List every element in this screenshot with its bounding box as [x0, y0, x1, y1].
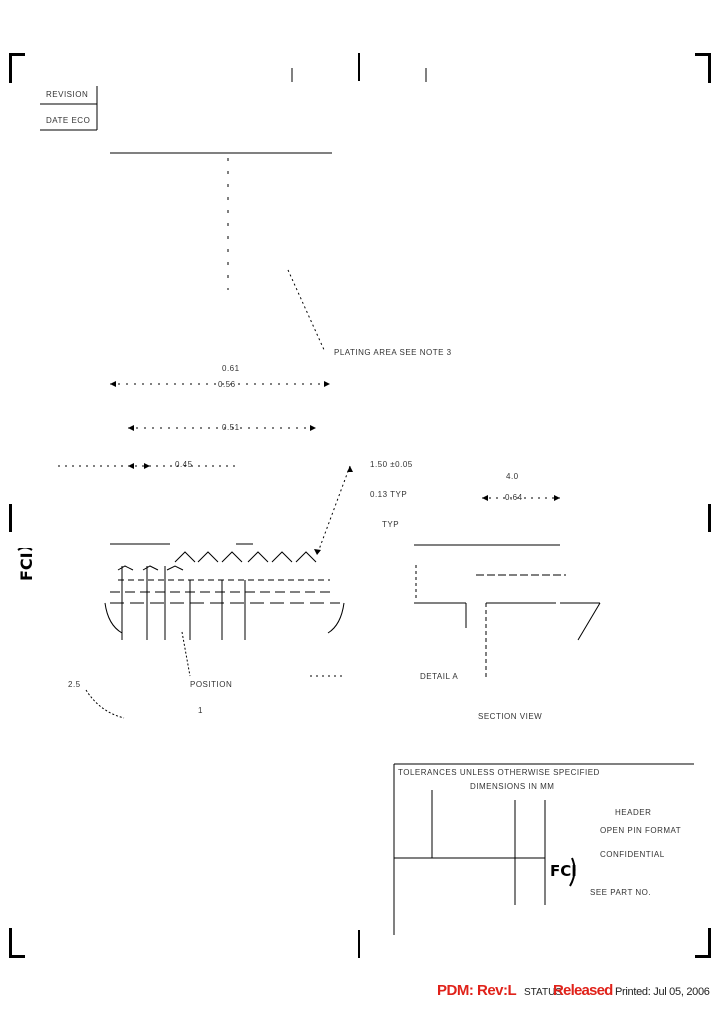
frame-tick-left [9, 504, 12, 532]
dim-label-side: 1.50 ±0.05 [370, 460, 413, 469]
revision-label: REVISION [46, 90, 89, 99]
fci-logo-icon: FCI [14, 546, 36, 588]
frame-corner-bl-v [9, 928, 12, 958]
title-line-2: OPEN PIN FORMAT [600, 826, 682, 835]
svg-text:FCI: FCI [550, 862, 577, 880]
dim-label-3: 0.51 [222, 423, 240, 432]
frame-corner-tr-v [708, 53, 711, 83]
drawing-lines [40, 68, 694, 935]
dim-label-1: 0.61 [222, 364, 240, 373]
dim-label-ref-a: 0.13 TYP [370, 490, 408, 499]
dimension-note: DIMENSIONS IN MM [470, 782, 555, 791]
dim-label-pitch: 0.64 [505, 493, 523, 502]
position-number: 1 [198, 706, 203, 715]
doc-number: SEE PART NO. [590, 888, 652, 897]
tolerance-note: TOLERANCES UNLESS OTHERWISE SPECIFIED [398, 768, 600, 777]
dim-label-typ: TYP [382, 520, 400, 529]
fci-logo-icon: FCI [548, 852, 578, 890]
title-line-1: HEADER [615, 808, 652, 817]
status-value: Released [553, 982, 613, 999]
frame-corner-br-v [708, 928, 711, 958]
status-label: STATUS [524, 987, 562, 998]
plating-note-callout: PLATING AREA SEE NOTE 3 [334, 348, 452, 357]
frame-tick-right [708, 504, 711, 532]
frame-tick-top [358, 53, 360, 81]
frame-corner-tl-h [9, 53, 25, 56]
dim-label-2: 0.56 [218, 380, 236, 389]
detail-label: DETAIL A [420, 672, 459, 681]
frame-corner-tl-v [9, 53, 12, 83]
svg-text:FCI: FCI [17, 552, 36, 581]
pdm-revision: PDM: Rev:L [437, 982, 517, 999]
dim-label-4: 0.45 [175, 460, 193, 469]
frame-tick-bottom [358, 930, 360, 958]
section-label: SECTION VIEW [478, 712, 543, 721]
revision-date-label: DATE ECO [46, 116, 91, 125]
printed-date: Printed: Jul 05, 2006 [615, 986, 710, 998]
position-label: POSITION [190, 680, 233, 689]
confidential-label: CONFIDENTIAL [600, 850, 665, 859]
frame-corner-tr-h [695, 53, 711, 56]
dim-label-ref: 4.0 [506, 472, 519, 481]
frame-corner-br-h [695, 955, 711, 958]
bottom-left-dim: 2.5 [68, 680, 81, 689]
frame-corner-bl-h [9, 955, 25, 958]
